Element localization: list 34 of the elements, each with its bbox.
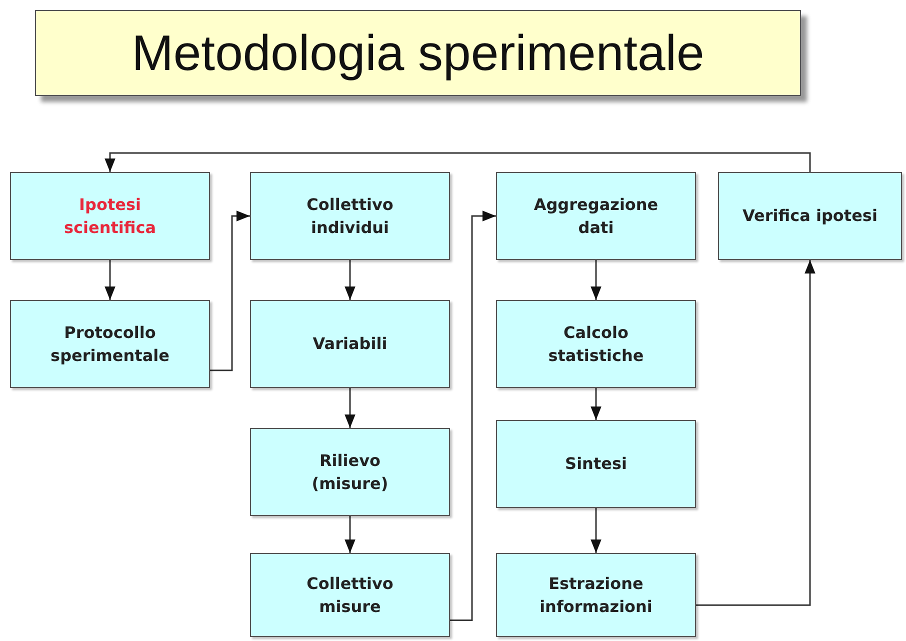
process-box (496, 553, 696, 637)
arrow (344, 388, 356, 428)
process-box (496, 172, 696, 260)
arrow (104, 260, 116, 300)
arrow (450, 210, 496, 621)
process-box (10, 300, 210, 388)
box-label: Sintesi (565, 453, 627, 476)
arrow (590, 508, 602, 553)
arrow (210, 210, 250, 372)
box-label: Estrazione informazioni (538, 572, 654, 618)
process-box (496, 420, 696, 508)
arrow (590, 388, 602, 420)
box-label: Calcolo statistiche (547, 322, 645, 367)
box-label: Ipotesi scientifica (62, 194, 157, 239)
arrow (344, 260, 356, 300)
box-label: Protocollo sperimentale (50, 322, 170, 367)
box-label: Collettivo individui (306, 194, 394, 239)
process-box (250, 172, 450, 260)
process-box (10, 172, 210, 260)
arrow (590, 260, 602, 300)
box-label: Verifica ipotesi (742, 205, 878, 228)
title-banner: Metodologia sperimentale (35, 10, 801, 96)
box-label: Rilievo (misure) (310, 450, 390, 495)
box-label: Aggregazione dati (532, 194, 660, 239)
process-box (496, 300, 696, 388)
arrow (696, 260, 816, 606)
process-box (250, 300, 450, 388)
arrow (104, 152, 811, 172)
process-box (250, 553, 450, 637)
box-label: Collettivo misure (306, 572, 394, 618)
arrow (344, 516, 356, 553)
box-label: Variabili (312, 333, 388, 356)
process-box (250, 428, 450, 516)
process-box (718, 172, 902, 260)
